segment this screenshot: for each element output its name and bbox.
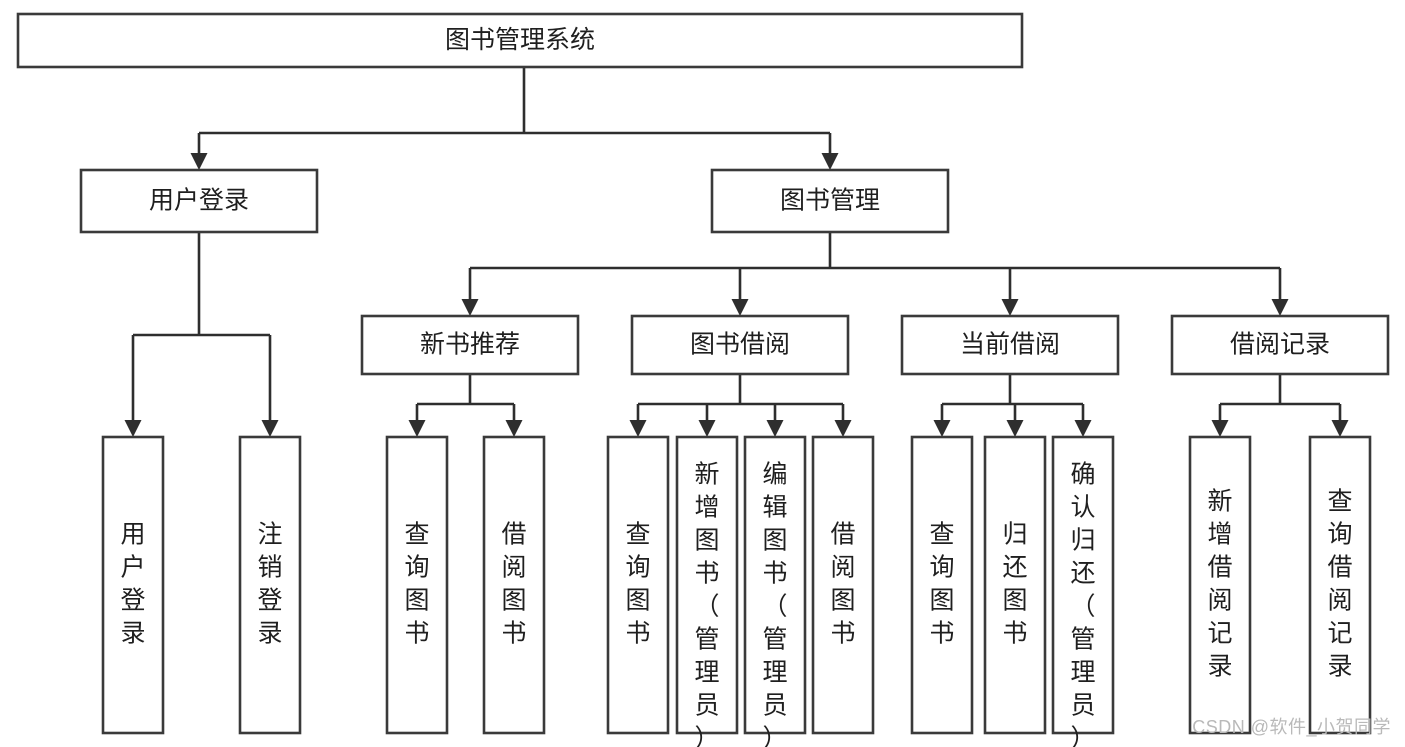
l3-3-leaf-1-arrowhead	[1331, 420, 1349, 437]
l3-2-leaf-2-arrowhead	[1074, 420, 1092, 437]
leaf-node-0[interactable]: 用户登录	[101, 435, 165, 735]
leaf-node-5-label: 新增图书（管理员）	[694, 460, 719, 747]
leaf-node-9[interactable]: 归还图书	[983, 435, 1047, 735]
root-to-l2-1-arrowhead	[821, 153, 839, 170]
level3-node-0-box[interactable]	[360, 314, 580, 376]
books-to-l3-1-arrowhead	[731, 299, 749, 316]
root-node-label: 图书管理系统	[445, 26, 595, 54]
leaf-node-8-label: 查询图书	[929, 520, 954, 647]
leaf-node-9-label: 归还图书	[1002, 520, 1027, 647]
leaf-node-11[interactable]: 新增借阅记录	[1188, 435, 1252, 735]
level3-node-0[interactable]: 新书推荐	[360, 314, 580, 376]
l3-0-leaf-0-arrowhead	[408, 420, 426, 437]
leaf-node-8[interactable]: 查询图书	[910, 435, 974, 735]
leaf-node-10[interactable]: 确认归还（管理员）	[1051, 435, 1115, 747]
l3-0-leaf-1-arrowhead	[505, 420, 523, 437]
l3-1-leaf-2-arrowhead	[766, 420, 784, 437]
leaf-node-6[interactable]: 编辑图书（管理员）	[743, 435, 807, 747]
connector-layer	[124, 67, 1349, 437]
level3-node-2-box[interactable]	[900, 314, 1120, 376]
level2-node-1[interactable]: 图书管理	[710, 168, 950, 234]
root-to-l2-0-arrowhead	[190, 153, 208, 170]
l3-1-leaf-3-arrowhead	[834, 420, 852, 437]
leaf-node-1[interactable]: 注销登录	[238, 435, 302, 735]
l3-3-leaf-0-arrowhead	[1211, 420, 1229, 437]
level3-node-0-label: 新书推荐	[420, 331, 520, 359]
leaf-node-12[interactable]: 查询借阅记录	[1308, 435, 1372, 735]
leaf-node-3[interactable]: 借阅图书	[482, 435, 546, 735]
leaf-node-6-label: 编辑图书（管理员）	[762, 460, 787, 747]
leaf-node-11-box[interactable]	[1188, 435, 1252, 735]
leaf-node-4-label: 查询图书	[625, 520, 650, 647]
leaf-node-2-label: 查询图书	[404, 520, 429, 647]
level3-node-3[interactable]: 借阅记录	[1170, 314, 1390, 376]
leaf-node-2[interactable]: 查询图书	[385, 435, 449, 735]
l3-1-leaf-1-arrowhead	[698, 420, 716, 437]
level3-node-3-box[interactable]	[1170, 314, 1390, 376]
level3-node-2[interactable]: 当前借阅	[900, 314, 1120, 376]
leaf-node-5[interactable]: 新增图书（管理员）	[675, 435, 739, 747]
root-node-box[interactable]	[16, 12, 1024, 69]
l3-1-leaf-0-arrowhead	[629, 420, 647, 437]
node-layer: 图书管理系统用户登录图书管理新书推荐图书借阅当前借阅借阅记录用户登录注销登录查询…	[16, 12, 1390, 747]
leaf-node-2-box[interactable]	[385, 435, 449, 735]
leaf-node-5-box[interactable]	[675, 435, 739, 735]
level2-node-0-label: 用户登录	[149, 187, 249, 215]
level3-node-1-label: 图书借阅	[690, 331, 790, 359]
leaf-node-6-box[interactable]	[743, 435, 807, 735]
books-to-l3-3-arrowhead	[1271, 299, 1289, 316]
books-to-l3-2-arrowhead	[1001, 299, 1019, 316]
books-to-l3-0-arrowhead	[461, 299, 479, 316]
leaf-node-1-box[interactable]	[238, 435, 302, 735]
leaf-node-9-box[interactable]	[983, 435, 1047, 735]
login-leaf-1-arrowhead	[261, 420, 279, 437]
login-leaf-0-arrowhead	[124, 420, 142, 437]
leaf-node-12-box[interactable]	[1308, 435, 1372, 735]
leaf-node-11-label: 新增借阅记录	[1207, 487, 1232, 680]
leaf-node-3-box[interactable]	[482, 435, 546, 735]
root-node[interactable]: 图书管理系统	[16, 12, 1024, 69]
leaf-node-12-label: 查询借阅记录	[1327, 487, 1352, 680]
level3-node-2-label: 当前借阅	[960, 331, 1060, 359]
leaf-node-10-box[interactable]	[1051, 435, 1115, 735]
level2-node-0-box[interactable]	[79, 168, 319, 234]
l3-2-leaf-1-arrowhead	[1006, 420, 1024, 437]
leaf-node-4[interactable]: 查询图书	[606, 435, 670, 735]
leaf-node-3-label: 借阅图书	[501, 520, 526, 647]
leaf-node-10-label: 确认归还（管理员）	[1070, 460, 1095, 747]
level2-node-1-label: 图书管理	[780, 187, 880, 215]
leaf-node-7-box[interactable]	[811, 435, 875, 735]
leaf-node-4-box[interactable]	[606, 435, 670, 735]
level2-node-1-box[interactable]	[710, 168, 950, 234]
leaf-node-7[interactable]: 借阅图书	[811, 435, 875, 735]
level3-node-1[interactable]: 图书借阅	[630, 314, 850, 376]
level2-node-0[interactable]: 用户登录	[79, 168, 319, 234]
level3-node-3-label: 借阅记录	[1230, 331, 1330, 359]
leaf-node-1-label: 注销登录	[257, 520, 282, 647]
leaf-node-8-box[interactable]	[910, 435, 974, 735]
level3-node-1-box[interactable]	[630, 314, 850, 376]
leaf-node-0-label: 用户登录	[120, 520, 145, 647]
leaf-node-7-label: 借阅图书	[830, 520, 855, 647]
l3-2-leaf-0-arrowhead	[933, 420, 951, 437]
leaf-node-0-box[interactable]	[101, 435, 165, 735]
